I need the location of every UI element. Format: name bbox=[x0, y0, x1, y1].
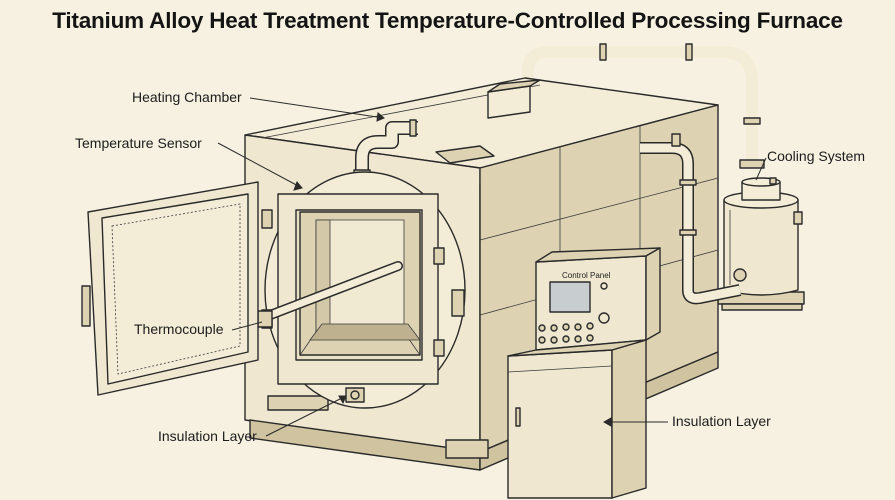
label-thermocouple: Thermocouple bbox=[134, 321, 224, 337]
side-pipe bbox=[640, 133, 747, 305]
diagram-title: Titanium Alloy Heat Treatment Temperatur… bbox=[52, 8, 843, 33]
control-cabinet: Control Panel bbox=[507, 247, 661, 499]
door-opening bbox=[261, 171, 466, 409]
open-door bbox=[81, 181, 259, 396]
control-panel-label: Control Panel bbox=[562, 271, 611, 280]
label-cooling-system: Cooling System bbox=[767, 148, 866, 164]
overhead-pipe bbox=[519, 43, 765, 169]
label-insulation-layer-left: Insulation Layer bbox=[158, 428, 257, 444]
label-insulation-layer-right: Insulation Layer bbox=[672, 413, 771, 429]
label-temperature-sensor: Temperature Sensor bbox=[75, 135, 202, 151]
thermocouple-rod bbox=[247, 261, 403, 328]
leader-lines bbox=[217, 97, 767, 437]
label-heating-chamber: Heating Chamber bbox=[132, 89, 242, 105]
